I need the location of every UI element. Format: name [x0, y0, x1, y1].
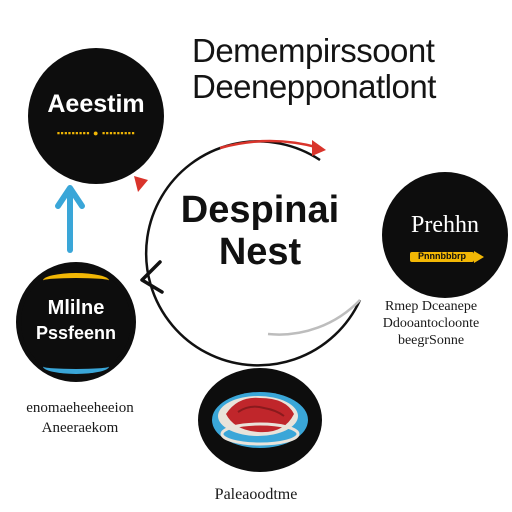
brain-icon: [212, 392, 308, 448]
center-ring-gray-arc: [267, 299, 361, 336]
node-right: Prehhn Pnnnbbbrp: [382, 172, 508, 298]
diagram-title-line-1: Demempirssoont: [192, 32, 435, 69]
node-left-blue-arc: [43, 359, 109, 374]
node-right-sublabel: Pnnnbbbrp: [418, 251, 466, 261]
red-arrowhead-left: [134, 176, 148, 192]
caption-right-line-3: beegrSonne: [397, 333, 465, 348]
center-node-line-1: Despinai: [180, 189, 340, 231]
caption-right-line-1: Rmep Dceanepe: [384, 299, 478, 314]
caption-right: Rmep Dceanepe Ddooantocloonte beegrSonne: [350, 298, 512, 349]
diagram-title-line-2: Deenepponatlont: [192, 68, 436, 105]
node-top-left: Aeestim ▪▪▪▪▪▪▪▪▪ ● ▪▪▪▪▪▪▪▪▪: [28, 48, 164, 184]
center-node-line-2: Nest: [218, 231, 302, 273]
center-ring-red-arc: [219, 139, 321, 150]
black-arrowhead-left: [140, 260, 164, 294]
node-right-gold-bar: [410, 252, 474, 262]
node-left-gold-arc: [43, 273, 109, 288]
caption-left: enomaeheeheeion Aneeraekom: [0, 398, 160, 438]
node-top-left-label: Aeestim: [47, 90, 145, 118]
blue-arrowhead: [55, 185, 85, 209]
node-bottom: [198, 368, 322, 472]
node-left: Mlilne Pssfeenn: [16, 262, 136, 382]
node-top-left-sublabel: ▪▪▪▪▪▪▪▪▪ ● ▪▪▪▪▪▪▪▪▪: [56, 128, 136, 138]
node-right-arrowhead: [474, 251, 484, 263]
node-left-line-1: Mlilne: [47, 297, 105, 319]
node-right-label: Prehhn: [411, 212, 479, 238]
caption-right-line-2: Ddooantocloonte: [382, 316, 480, 331]
caption-left-line-2: Aneeraekom: [41, 420, 119, 436]
red-arrowhead-top-right: [312, 140, 326, 156]
caption-left-line-1: enomaeheeheeion: [26, 400, 134, 416]
node-left-line-2: Pssfeenn: [35, 323, 117, 343]
caption-bottom: Paleaoodtme: [214, 486, 298, 503]
center-node: Despinai Nest: [150, 190, 370, 274]
